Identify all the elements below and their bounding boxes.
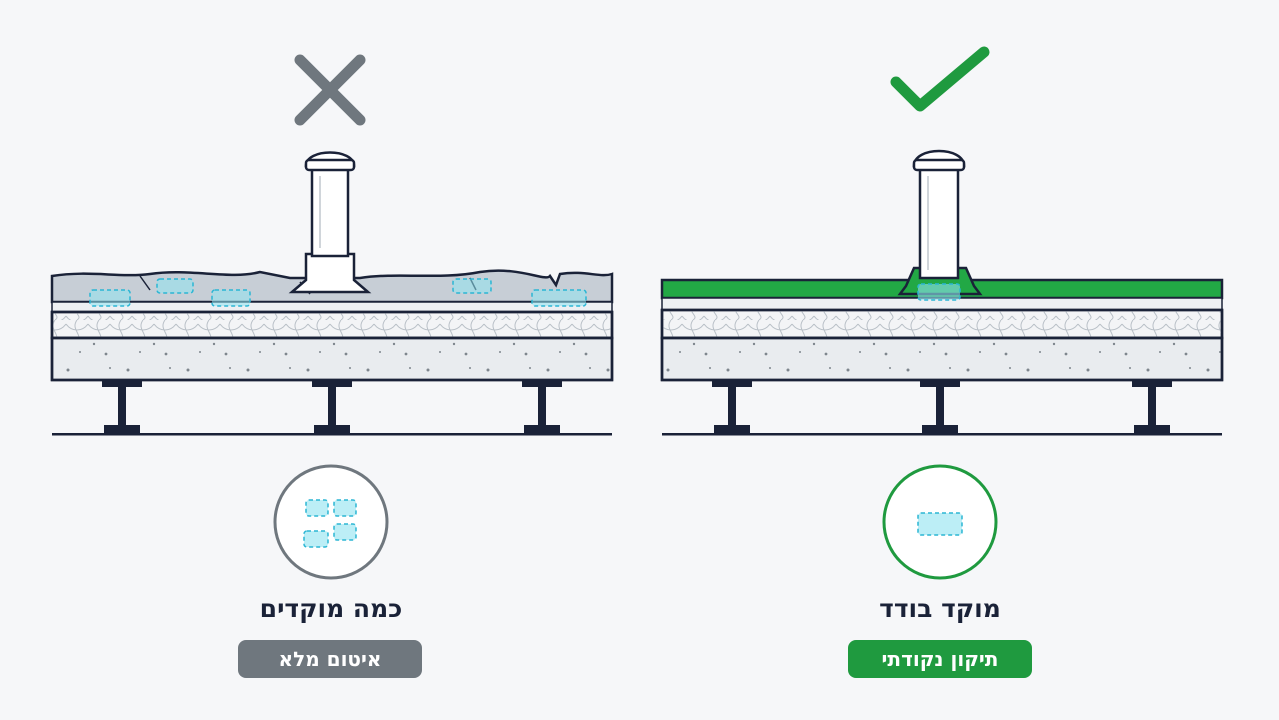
right-title: מוקד בודד (879, 594, 1001, 623)
leak-spot (89, 289, 131, 307)
right-badge: תיקון נקודתי (848, 640, 1032, 678)
leak-spot (156, 278, 194, 294)
right-panel (660, 46, 1224, 580)
left-title: כמה מוקדים (259, 594, 403, 623)
left-badge: איטום מלא (238, 640, 422, 678)
left-steel-beams (52, 380, 612, 436)
leak-spot (531, 289, 587, 307)
single-spot-icon (882, 464, 998, 580)
right-steel-beams (662, 380, 1222, 436)
leak-spot (452, 278, 492, 294)
x-icon (294, 54, 366, 126)
leak-spot (917, 283, 961, 301)
leak-spot (211, 289, 251, 307)
left-vent-pipe (288, 151, 372, 294)
left-panel (50, 54, 614, 580)
right-roof-section (660, 278, 1224, 382)
left-leak-spots (89, 278, 587, 307)
right-vent-pipe (912, 149, 966, 280)
multiple-spots-icon (273, 464, 389, 580)
checkmark-icon (890, 46, 990, 112)
